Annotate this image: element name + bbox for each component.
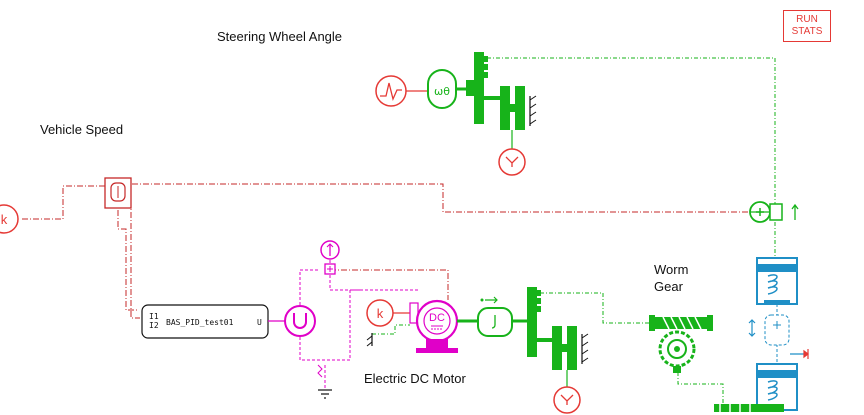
wire-gain-to-switch[interactable]	[22, 185, 105, 220]
wire-bottom-gear-to-worm[interactable]	[540, 292, 655, 324]
motor-gain-symbol: k	[377, 306, 384, 321]
wire-switch-to-pid[interactable]	[117, 210, 137, 311]
run-stats-line2: STATS	[791, 26, 823, 37]
current-sensor[interactable]	[320, 240, 340, 275]
pid-name: BAS_PID_test01	[166, 318, 234, 327]
gear-label: Gear	[654, 279, 683, 294]
wire-worm-down[interactable]	[677, 372, 724, 410]
signal-wires	[22, 183, 748, 319]
wire-switch-to-pid-2[interactable]	[130, 190, 140, 319]
wire-voltage-down[interactable]	[299, 289, 360, 361]
motor-inertia[interactable]	[477, 296, 527, 337]
voltage-source-u[interactable]	[284, 305, 316, 337]
wire-ammeter-down[interactable]	[329, 260, 420, 291]
motor-gain[interactable]: k	[366, 299, 394, 327]
worm-label: Worm	[654, 262, 689, 277]
signal-switch[interactable]	[104, 177, 132, 209]
pid-controller[interactable]: I1 I2 BAS_PID_test01 U	[141, 304, 269, 339]
omega-theta-label: ωθ	[434, 85, 450, 98]
bottom-spring-gain[interactable]	[553, 386, 581, 414]
pid-input-1: I1	[149, 312, 159, 321]
rack-body[interactable]	[748, 304, 809, 364]
top-gear[interactable]	[466, 52, 537, 130]
motor-ground-mount[interactable]	[366, 333, 373, 347]
vehicle-speed-label: Vehicle Speed	[40, 122, 124, 137]
electric-dc-motor[interactable]: DC	[409, 299, 459, 353]
bottom-gear[interactable]	[527, 287, 589, 370]
wire-top-gear-to-right[interactable]	[487, 57, 776, 205]
top-spring-gain[interactable]	[498, 148, 526, 176]
lower-rack-mass[interactable]	[756, 363, 798, 411]
steering-source[interactable]	[375, 75, 407, 107]
pid-input-2: I2	[149, 321, 159, 330]
worm-gear[interactable]	[649, 315, 713, 373]
gain-symbol: k	[1, 212, 8, 227]
pid-output: U	[257, 318, 262, 327]
angle-sensor-omega-theta[interactable]: ωθ	[427, 69, 457, 109]
mech-wires	[372, 57, 776, 410]
ground-symbol[interactable]	[317, 364, 332, 399]
wire-dc-measure[interactable]	[330, 269, 449, 300]
vehicle-speed-gain[interactable]: k	[0, 204, 19, 234]
run-stats-button[interactable]: RUN STATS	[783, 10, 831, 42]
wire-motor-ground[interactable]	[372, 324, 410, 335]
electric-dc-motor-label: Electric DC Motor	[364, 371, 466, 386]
steering-wheel-angle-label: Steering Wheel Angle	[217, 29, 343, 44]
dc-label: DC	[429, 312, 445, 324]
upper-rack-mass[interactable]	[756, 257, 798, 305]
wire-voltage-up[interactable]	[299, 269, 320, 305]
wire-sensor-to-switch[interactable]	[131, 183, 748, 213]
bottom-green-track[interactable]	[714, 404, 784, 412]
run-stats-line1: RUN	[796, 14, 818, 25]
